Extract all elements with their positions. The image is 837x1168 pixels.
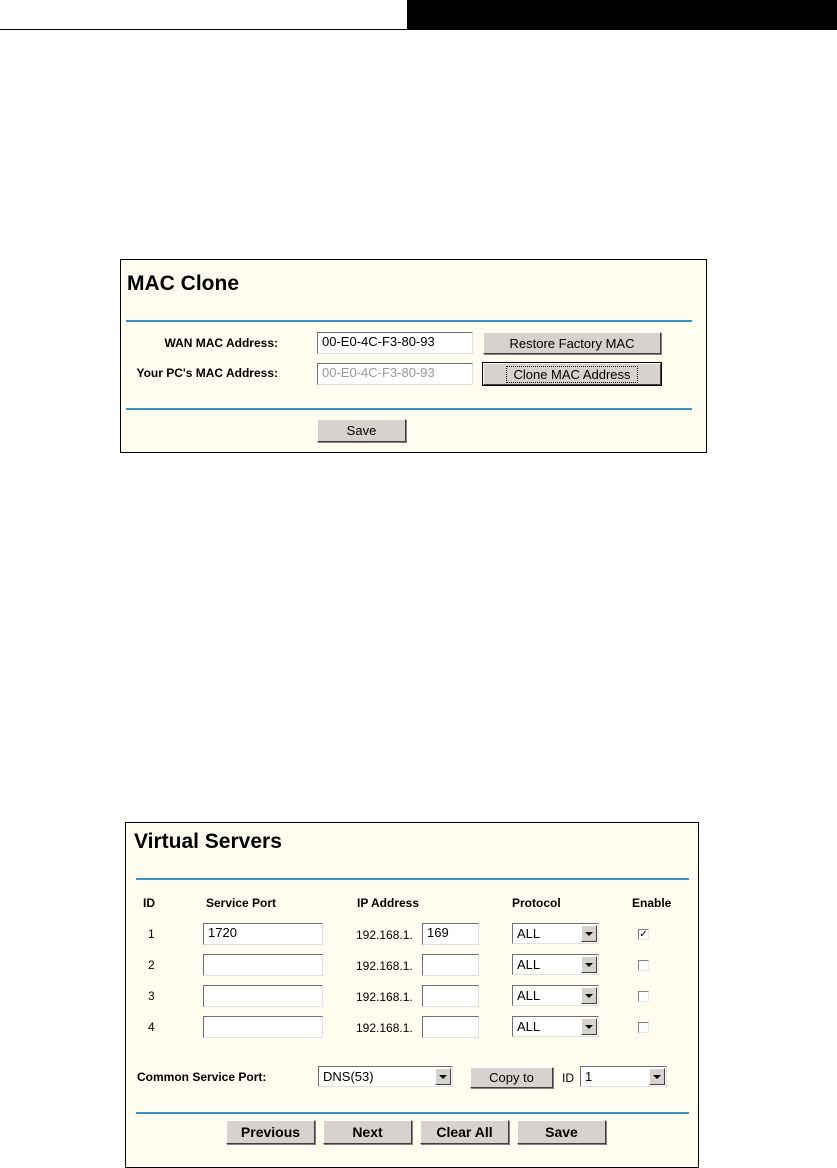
copy-id-select[interactable]: 1 [580,1066,667,1087]
mac-clone-save-button[interactable]: Save [317,419,406,442]
ip-prefix: 192.168.1. [356,959,413,973]
service-port-input[interactable] [203,985,323,1007]
service-port-input[interactable] [203,954,323,976]
ip-prefix: 192.168.1. [356,928,413,942]
previous-button[interactable]: Previous [226,1120,315,1144]
header-rule [0,29,837,30]
protocol-select[interactable]: ALL [512,923,599,944]
chevron-down-icon[interactable] [435,1068,451,1085]
virtual-servers-top-rule [136,878,689,880]
mac-clone-top-rule [126,320,692,322]
chevron-down-icon[interactable] [581,925,597,942]
common-service-port-label: Common Service Port: [137,1070,267,1084]
chevron-down-icon[interactable] [649,1068,665,1085]
enable-checkbox[interactable] [638,960,649,971]
mac-clone-panel: MAC Clone WAN MAC Address: 00-E0-4C-F3-8… [120,259,707,453]
pc-mac-input: 00-E0-4C-F3-80-93 [317,363,473,385]
chevron-down-icon[interactable] [581,1018,597,1035]
virtual-servers-title: Virtual Servers [134,830,282,853]
restore-factory-mac-button[interactable]: Restore Factory MAC [483,332,661,354]
mac-clone-bottom-rule [126,408,692,410]
pc-mac-label: Your PC's MAC Address: [136,366,278,380]
ip-last-octet-input[interactable] [422,954,479,976]
ip-last-octet-input[interactable]: 169 [422,923,479,945]
row-id: 3 [148,989,155,1003]
service-port-input[interactable]: 1720 [203,923,323,945]
virtual-servers-bottom-rule [136,1112,689,1114]
protocol-select[interactable]: ALL [512,985,599,1006]
enable-checkbox[interactable] [638,1022,649,1033]
protocol-select[interactable]: ALL [512,1016,599,1037]
header-ip-address: IP Address [357,896,420,910]
wan-mac-input[interactable]: 00-E0-4C-F3-80-93 [317,332,473,354]
chevron-down-icon[interactable] [581,956,597,973]
chevron-down-icon[interactable] [581,987,597,1004]
ip-prefix: 192.168.1. [356,1021,413,1035]
ip-prefix: 192.168.1. [356,990,413,1004]
protocol-select[interactable]: ALL [512,954,599,975]
copy-to-button[interactable]: Copy to [470,1067,553,1088]
clear-all-button[interactable]: Clear All [420,1120,509,1144]
copy-id-label: ID [562,1071,574,1085]
enable-checkbox[interactable] [638,991,649,1002]
ip-last-octet-input[interactable] [422,1016,479,1038]
service-port-input[interactable] [203,1016,323,1038]
save-button[interactable]: Save [517,1120,606,1144]
enable-checkbox[interactable]: ✓ [638,929,649,940]
header-enable: Enable [632,896,672,910]
wan-mac-label: WAN MAC Address: [164,336,278,350]
mac-clone-title: MAC Clone [127,272,239,295]
virtual-servers-panel: Virtual Servers ID Service Port IP Addre… [125,822,699,1168]
header-service-port: Service Port [206,896,277,910]
next-button[interactable]: Next [323,1120,412,1144]
ip-last-octet-input[interactable] [422,985,479,1007]
row-id: 4 [148,1020,155,1034]
common-service-port-select[interactable]: DNS(53) [318,1066,453,1087]
header-id: ID [143,896,155,910]
clone-mac-address-button[interactable]: Clone MAC Address [482,362,662,386]
header-protocol: Protocol [512,896,561,910]
row-id: 1 [148,927,155,941]
row-id: 2 [148,958,155,972]
header-black-bar [407,0,837,29]
